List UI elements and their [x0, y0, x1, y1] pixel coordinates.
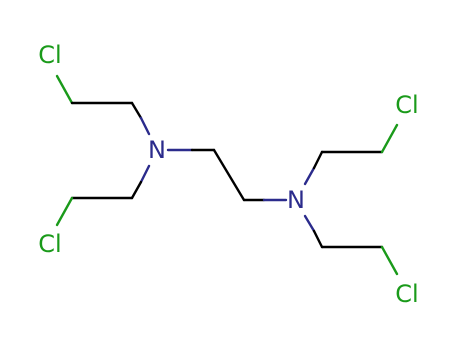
bond-n2-c9-c-half — [312, 229, 324, 249]
bond-c8-cl3 — [380, 123, 399, 154]
bond-c2-n1-cl-half — [130, 101, 143, 120]
bond-n1-c3-c-half — [130, 180, 143, 200]
bond-c2-n1-n-half — [139, 116, 151, 136]
bond-n2-c7-c-half — [312, 150, 324, 170]
bond-n2-c9-n-half — [303, 214, 316, 233]
atom-label-n2: N — [287, 186, 305, 214]
bond-c10-cl4 — [380, 245, 399, 276]
bond-cl1-c1 — [55, 74, 74, 105]
bond-c5-c6 — [212, 148, 246, 202]
atom-label-n1: N — [148, 136, 166, 164]
atom-label-cl2: Cl — [38, 230, 61, 258]
bond-n2-c7-n-half — [303, 166, 316, 186]
atom-label-cl1: Cl — [38, 41, 61, 69]
atom-label-cl4: Cl — [395, 280, 418, 308]
atom-labels: Cl Cl Cl Cl N N — [38, 41, 418, 308]
bond-c4-cl2 — [55, 196, 74, 227]
atom-label-cl3: Cl — [395, 91, 418, 119]
bonds — [55, 74, 399, 276]
bond-n1-c3-n-half — [139, 164, 151, 184]
